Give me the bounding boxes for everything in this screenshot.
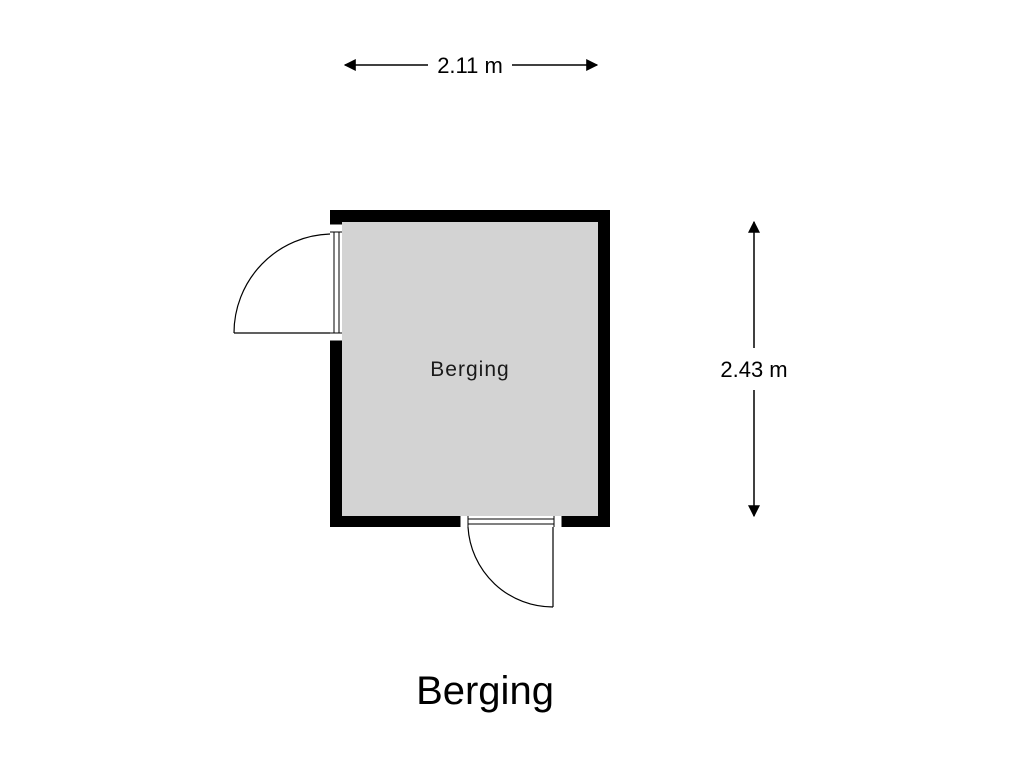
depth-dimension: 2.43 m	[720, 220, 788, 518]
width-dimension-label: 2.11 m	[437, 53, 503, 78]
room-floor	[342, 222, 598, 516]
left-door-swing-arc	[233, 233, 331, 334]
room-berging: Berging	[233, 210, 610, 608]
plan-title: Berging	[416, 669, 554, 713]
depth-dimension-label: 2.43 m	[720, 357, 787, 382]
left-door	[233, 223, 342, 342]
room-label: Berging	[430, 358, 509, 381]
width-dimension: 2.11 m	[343, 53, 599, 78]
left-door-opening	[330, 224, 342, 341]
bottom-door-opening	[460, 516, 562, 527]
bottom-door-swing-arc	[467, 526, 554, 608]
bottom-door	[459, 516, 563, 608]
